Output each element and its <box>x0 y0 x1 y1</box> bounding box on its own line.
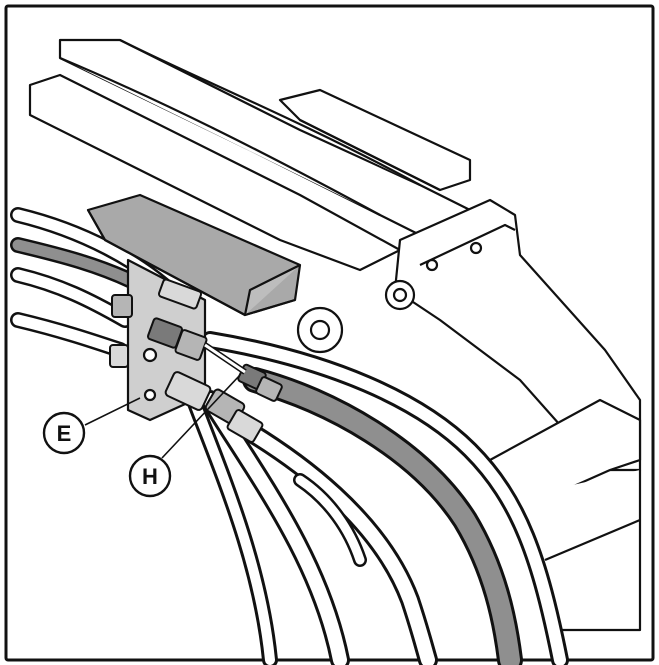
callout-e: E <box>42 397 141 455</box>
callout-e-circle <box>42 411 86 455</box>
hose-bundle <box>10 207 569 665</box>
bracket-cover <box>86 193 302 317</box>
callout-e-label: E <box>57 421 72 446</box>
callout-h: H <box>128 374 241 498</box>
callout-h-label: H <box>142 464 158 489</box>
boom-arm <box>28 38 472 272</box>
callout-h-circle <box>128 454 172 498</box>
callout-e-leader <box>84 397 141 426</box>
callout-h-leader <box>161 374 241 459</box>
fittings <box>109 278 283 443</box>
figure-frame <box>4 4 655 662</box>
